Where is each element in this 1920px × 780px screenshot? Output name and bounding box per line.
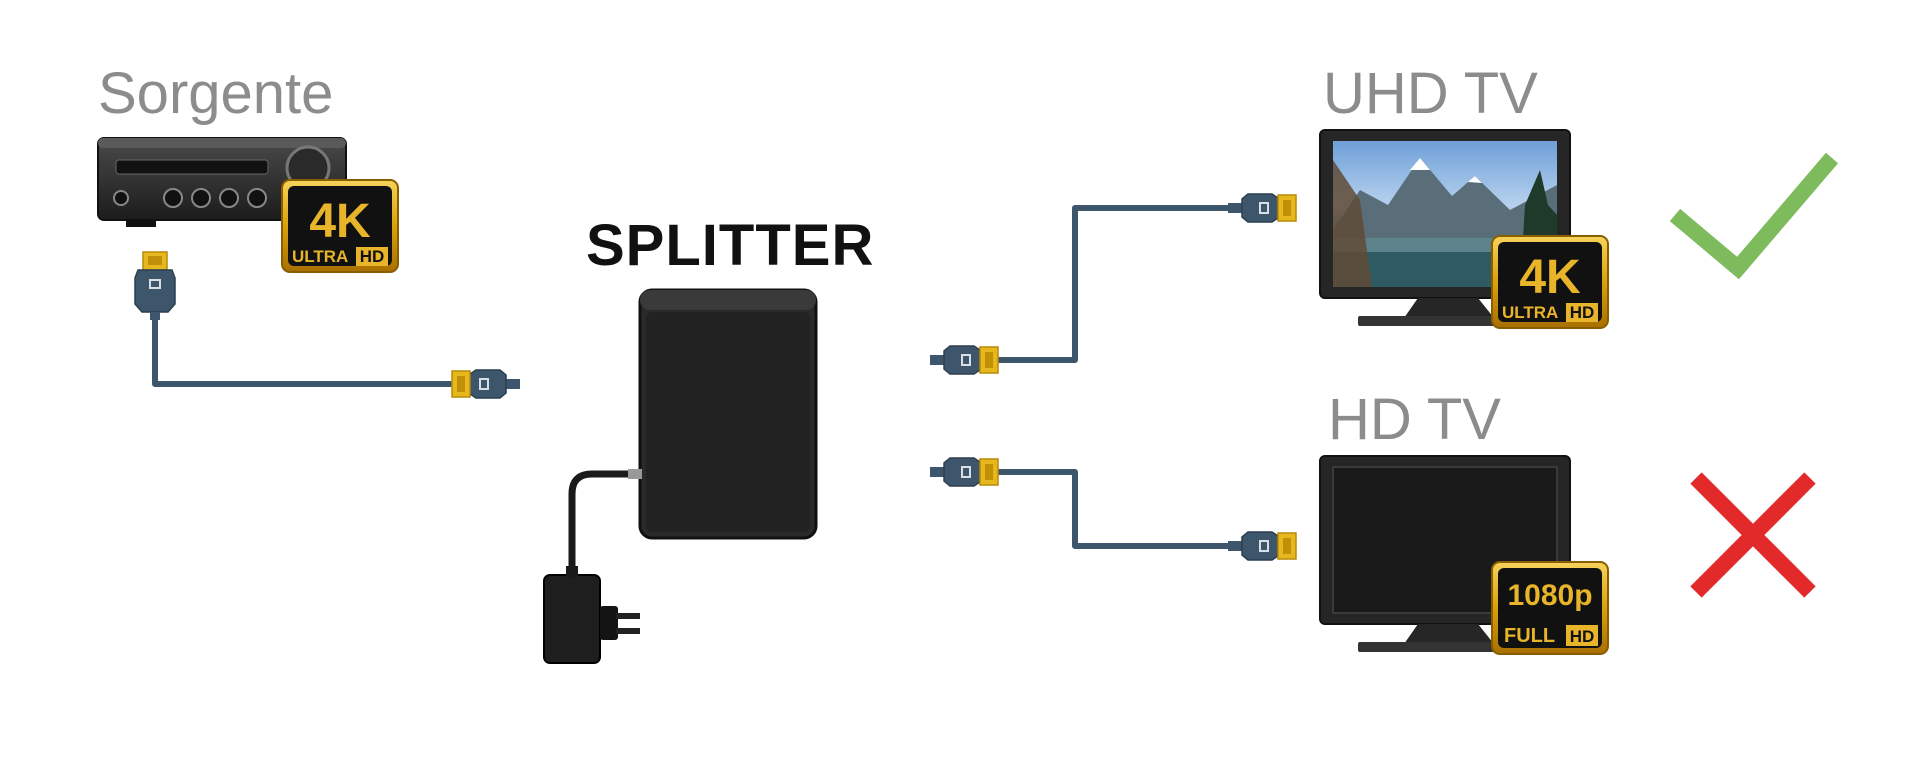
cable-splitter-to-uhd (930, 208, 1228, 360)
hd-badge-right: HD (1570, 627, 1595, 646)
hd-badge-left: FULL (1504, 625, 1555, 647)
cable-power (572, 474, 628, 570)
splitter-box (628, 290, 816, 538)
splitter-input-connector (452, 370, 520, 398)
hd-tv-1080p-badge: 1080p FULL HD (1492, 562, 1608, 654)
uhd-badge-right: HD (1570, 303, 1595, 322)
check-icon (1675, 158, 1832, 268)
uhd-badge-main: 4K (1519, 251, 1581, 304)
uhd-badge-left: ULTRA (1502, 303, 1558, 322)
uhd-tv-4k-badge: 4K ULTRA HD (1492, 236, 1608, 328)
source-badge-main: 4K (309, 195, 371, 248)
source-hdmi-connector (135, 252, 175, 320)
cross-icon (1696, 478, 1810, 592)
power-adapter (544, 566, 640, 663)
splitter-output-connector-2 (930, 458, 998, 486)
splitter-output-connector-1 (930, 346, 998, 374)
hd-tv-connector (1228, 532, 1296, 560)
source-badge-right: HD (360, 247, 385, 266)
source-4k-badge: 4K ULTRA HD (282, 180, 398, 272)
uhd-tv-connector (1228, 194, 1296, 222)
hd-badge-main: 1080p (1507, 579, 1592, 612)
source-badge-left: ULTRA (292, 247, 348, 266)
